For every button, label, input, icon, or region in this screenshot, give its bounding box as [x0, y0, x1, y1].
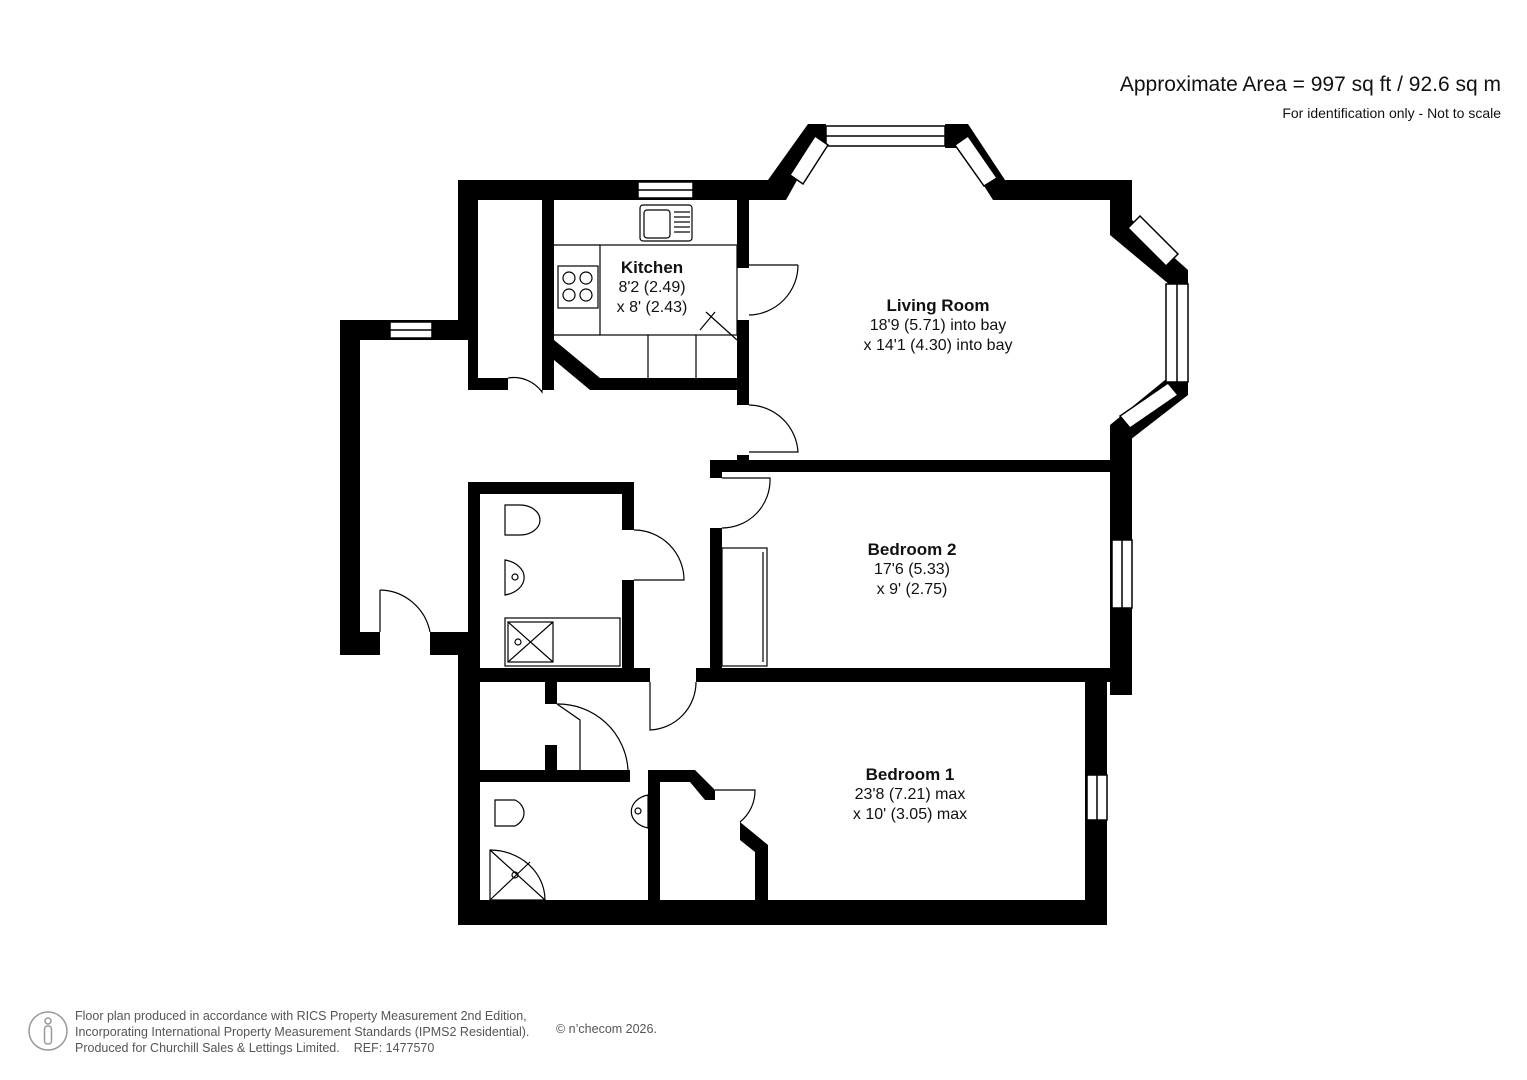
wall	[1110, 220, 1188, 285]
wall	[468, 482, 480, 670]
basin	[504, 559, 525, 596]
wall	[545, 745, 557, 782]
wall	[737, 320, 749, 390]
wall	[737, 200, 749, 268]
wall	[597, 378, 747, 390]
footer-line: Floor plan produced in accordance with R…	[75, 1009, 527, 1023]
window	[1126, 214, 1180, 268]
worktop	[599, 244, 738, 336]
person-icon	[28, 1011, 68, 1051]
door	[649, 681, 697, 731]
door	[715, 789, 756, 823]
toilet	[494, 799, 525, 827]
door	[699, 311, 738, 341]
door	[556, 703, 581, 770]
wardrobe	[721, 547, 768, 667]
wall	[1110, 180, 1132, 230]
scale-note: For identification only - Not to scale	[1282, 105, 1501, 121]
approximate-area: Approximate Area = 997 sq ft / 92.6 sq m	[1119, 73, 1501, 96]
window	[953, 134, 999, 188]
wall	[622, 580, 634, 670]
footer-line: Incorporating International Property Mea…	[75, 1025, 530, 1039]
wall	[468, 200, 478, 390]
wall	[468, 482, 634, 494]
wall	[545, 682, 557, 704]
door	[507, 376, 543, 394]
wall	[458, 180, 768, 200]
wall	[468, 378, 508, 390]
footer-produced-for: Produced for Churchill Sales & Lettings …	[75, 1041, 340, 1055]
door	[633, 529, 685, 581]
footer-ref: REF: 1477570	[353, 1041, 435, 1055]
room-name: Living Room	[886, 296, 990, 315]
bath	[504, 617, 621, 667]
wall	[710, 460, 722, 478]
wall	[430, 632, 460, 655]
wall	[710, 460, 1130, 472]
wall	[648, 770, 660, 900]
walls	[340, 124, 1188, 925]
footer-line: Produced for Churchill Sales & Lettings …	[75, 1040, 529, 1056]
window	[1118, 381, 1180, 430]
room-name: Bedroom 1	[865, 765, 955, 784]
door	[748, 264, 799, 316]
room-dim: x 14'1 (4.30) into bay	[863, 337, 1013, 354]
wall	[470, 668, 650, 682]
door	[748, 404, 799, 453]
doors	[379, 264, 799, 823]
wall	[554, 340, 600, 390]
room-dim: 18'9 (5.71) into bay	[869, 317, 1007, 334]
wall	[648, 770, 715, 800]
room-dim: x 10' (3.05) max	[852, 806, 968, 823]
wall	[710, 528, 722, 673]
toilet	[504, 504, 541, 536]
window	[788, 134, 830, 186]
copyright: © n’checom 2026.	[556, 1022, 657, 1036]
hob	[557, 265, 599, 309]
room-label-bedroom-2: Bedroom 2 17'6 (5.33) x 9' (2.75)	[868, 540, 957, 600]
wall	[542, 200, 554, 390]
wall	[458, 900, 1107, 925]
wall	[737, 390, 749, 405]
room-dim: 17'6 (5.33)	[873, 561, 950, 578]
door	[721, 477, 771, 529]
basin	[630, 794, 649, 829]
wall	[340, 632, 380, 655]
door	[379, 589, 431, 633]
fixtures	[489, 204, 768, 901]
room-dim: x 8' (2.43)	[616, 299, 688, 316]
wall	[740, 822, 768, 900]
room-name: Bedroom 2	[867, 540, 957, 559]
wall	[340, 320, 360, 655]
wall	[458, 632, 480, 922]
wall	[696, 668, 1116, 682]
door	[556, 703, 629, 771]
room-dim: x 9' (2.75)	[876, 581, 948, 598]
windows	[389, 125, 1189, 821]
room-name: Kitchen	[620, 258, 684, 277]
room-dim: 8'2 (2.49)	[618, 279, 686, 296]
room-dim: 23'8 (7.21) max	[854, 786, 966, 803]
room-label-kitchen: Kitchen 8'2 (2.49) x 8' (2.43)	[617, 258, 688, 318]
room-label-living-room: Living Room 18'9 (5.71) into bay x 14'1 …	[864, 296, 1013, 356]
sink	[639, 204, 693, 242]
wall	[622, 482, 634, 530]
footer-text: Floor plan produced in accordance with R…	[75, 1008, 529, 1056]
room-label-bedroom-1: Bedroom 1 23'8 (7.21) max x 10' (3.05) m…	[853, 765, 967, 825]
